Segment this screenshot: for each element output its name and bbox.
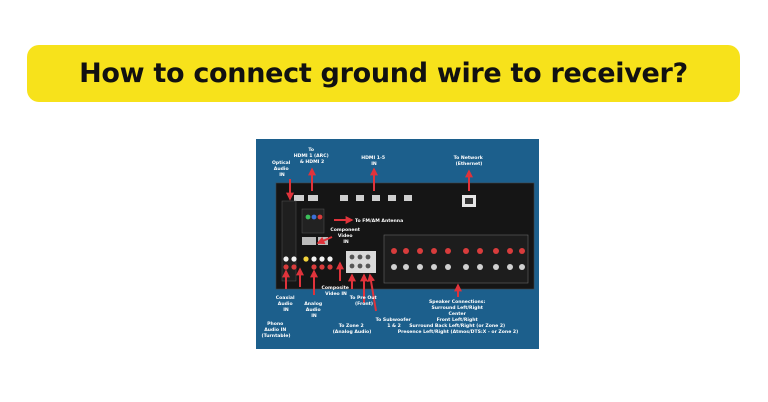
page-title: How to connect ground wire to receiver? [79, 58, 688, 89]
component-label: Component Video IN [330, 227, 361, 245]
title-banner: How to connect ground wire to receiver? [27, 45, 740, 102]
hdmi-in-label: HDMI 1-5 IN [361, 155, 386, 167]
antenna-label: To FM/AM Antenna [355, 218, 403, 224]
composite-label: Composite Video IN [322, 285, 351, 297]
speaker-label: Speaker Connections: Surround Left/Right… [398, 299, 518, 335]
diagram-labels: Optical Audio IN To HDMI 1 (ARC) & HDMI … [262, 147, 519, 339]
hdmi-arc-label: To HDMI 1 (ARC) & HDMI 2 [294, 147, 331, 165]
pre-out-label: To Pre Out (Front) [350, 295, 379, 307]
receiver-back-panel [275, 182, 535, 290]
receiver-diagram: Optical Audio IN To HDMI 1 (ARC) & HDMI … [256, 139, 539, 349]
phono-label: Phono Audio IN (Turntable) [262, 321, 291, 339]
analog-label: Analog Audio IN [304, 301, 324, 319]
zone2-label: To Zone 2 (Analog Audio) [333, 323, 372, 335]
coaxial-label: Coaxial Audio IN [276, 295, 296, 313]
subwoofer-label: To Subwoofer 1 & 2 [376, 317, 413, 329]
optical-label: Optical Audio IN [272, 160, 292, 178]
arrows [282, 167, 473, 312]
network-label: To Network (Ethernet) [454, 155, 485, 167]
